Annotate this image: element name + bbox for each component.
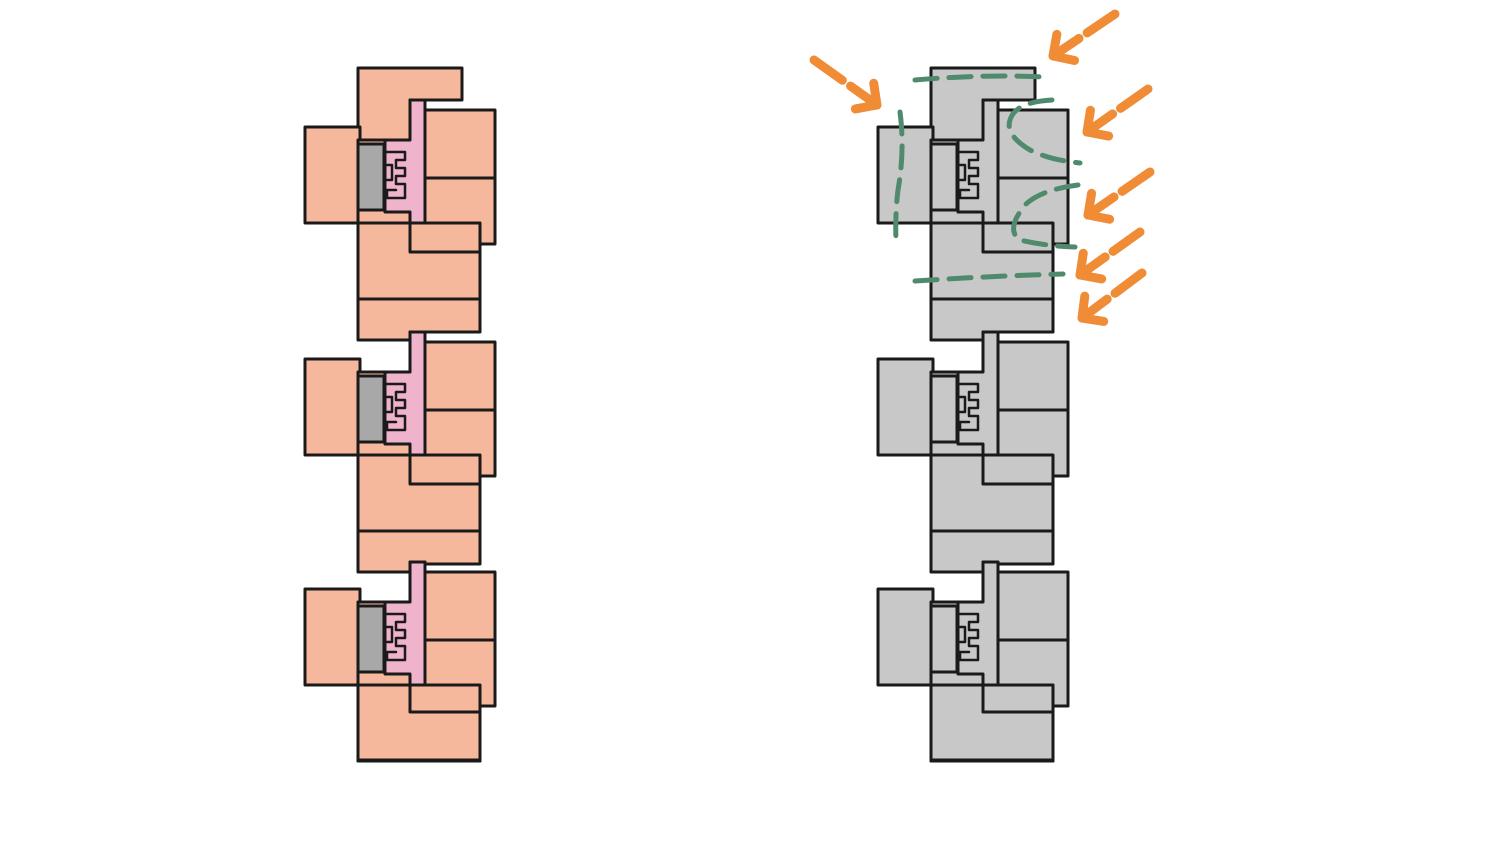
stair-symbol — [958, 382, 980, 432]
room-right-upper — [423, 108, 497, 180]
room-left-wing — [876, 587, 935, 687]
wind-arrow-icon-5 — [1077, 268, 1147, 326]
stair-symbol — [385, 150, 407, 200]
room-left-wing — [303, 357, 362, 457]
lift-shaft — [929, 604, 959, 674]
room-left-wing — [876, 125, 935, 225]
stair-symbol-inner — [385, 163, 394, 182]
stair-symbol-inner — [385, 395, 394, 414]
airflow-lower — [1011, 182, 1081, 250]
room-block-bottom — [356, 683, 482, 762]
room-block-bottom — [929, 683, 1055, 762]
stair-symbol — [385, 382, 407, 432]
airflow-bottom — [912, 271, 1066, 284]
room-left-wing — [303, 125, 362, 225]
lift-shaft — [356, 374, 386, 444]
room-right-upper — [996, 340, 1070, 412]
wind-arrow-icon-1 — [1048, 9, 1120, 65]
room-left-wing — [303, 587, 362, 687]
wind-arrow-icon-4 — [1075, 227, 1145, 284]
airflow-top — [912, 73, 1048, 83]
lift-shaft — [929, 374, 959, 444]
lift-shaft — [929, 142, 959, 212]
stair-symbol-inner — [385, 625, 394, 644]
room-right-upper — [996, 570, 1070, 642]
floor-plan-original — [303, 66, 497, 763]
stair-symbol-inner — [958, 163, 967, 182]
lift-shaft — [356, 604, 386, 674]
stair-symbol — [958, 150, 980, 200]
wind-arrow-icon-2 — [1082, 84, 1153, 141]
wind-arrow-icon-northwest — [809, 55, 882, 114]
room-left-wing — [876, 357, 935, 457]
airflow-paths — [893, 73, 1083, 284]
room-right-upper — [423, 340, 497, 412]
airflow-upper — [1006, 97, 1083, 166]
airflow-left — [893, 109, 905, 243]
stair-symbol — [385, 612, 407, 662]
wind-arrows — [809, 9, 1155, 326]
room-right-upper — [423, 570, 497, 642]
wind-arrow-icon-3 — [1083, 167, 1155, 224]
lift-shaft — [356, 142, 386, 212]
floor-plan-ventilation — [876, 66, 1070, 763]
stair-symbol — [958, 612, 980, 662]
stair-symbol-inner — [958, 395, 967, 414]
stair-symbol-inner — [958, 625, 967, 644]
